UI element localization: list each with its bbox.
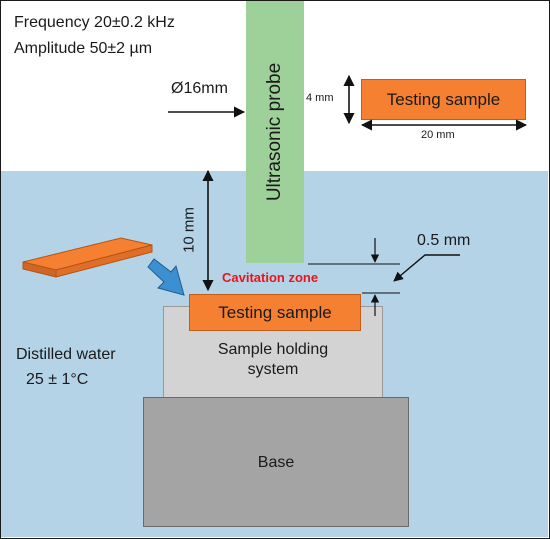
loose-sample-slab	[22, 237, 153, 278]
base-label: Base	[257, 454, 295, 471]
film-thickness-label: 0.5 mm	[417, 232, 471, 249]
insertion-arrow	[147, 258, 185, 296]
water-label-line2: 25 ± 1°C	[26, 371, 89, 388]
holder-label-line2: system	[247, 361, 299, 378]
holder-label-line1: Sample holding	[217, 341, 329, 358]
holder-label: Sample holding system	[218, 340, 328, 380]
sample-dimension-box: Testing sample	[361, 79, 526, 120]
cavitation-zone-label: Cavitation zone	[222, 270, 319, 285]
frequency-label: Frequency 20±0.2 kHz	[14, 14, 175, 31]
amplitude-label: Amplitude 50±2 µm	[14, 40, 153, 57]
ultrasonic-probe	[246, 1, 304, 263]
base-block	[143, 397, 409, 527]
sample-thickness-label: 4 mm	[306, 92, 334, 104]
testing-sample: Testing sample	[189, 294, 361, 331]
film-thickness-indicator	[308, 238, 460, 316]
probe-diameter-label: Ø16mm	[171, 80, 228, 97]
sample-dimension-box-label: Testing sample	[386, 89, 501, 109]
testing-sample-label: Testing sample	[218, 302, 332, 322]
sample-width-label: 20 mm	[421, 129, 455, 141]
water-label-line1: Distilled water	[16, 346, 116, 363]
